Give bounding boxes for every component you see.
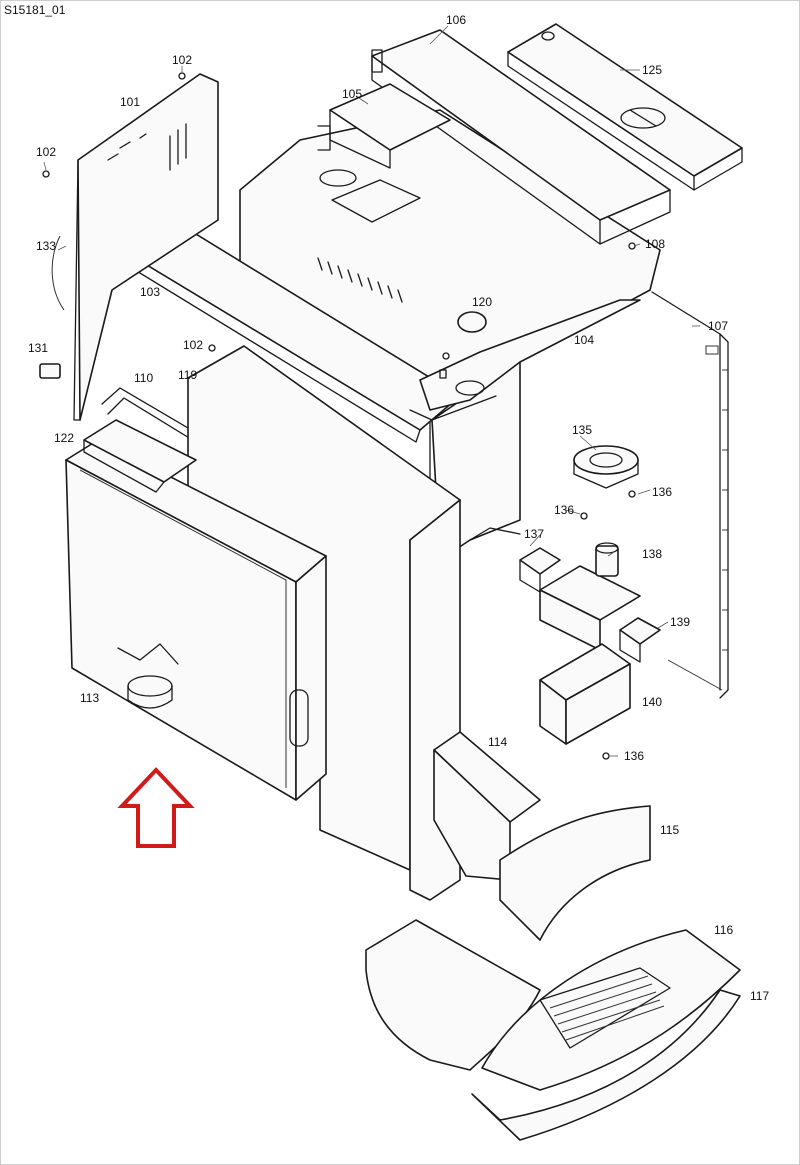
part-116-grill-plate bbox=[481, 929, 741, 1091]
label-103: 103 bbox=[140, 285, 160, 299]
label-119: 119 bbox=[178, 368, 197, 382]
part-106-top-lid bbox=[371, 29, 671, 245]
label-102-top: 102 bbox=[172, 53, 192, 67]
part-122-tank-lid bbox=[83, 419, 197, 493]
label-108: 108 bbox=[645, 237, 665, 251]
label-107: 107 bbox=[708, 319, 728, 333]
part-115-curved-plate bbox=[499, 805, 651, 941]
part-104-top-front bbox=[419, 299, 641, 411]
label-120: 120 bbox=[472, 295, 492, 309]
label-122: 122 bbox=[54, 431, 74, 445]
part-113-water-tank bbox=[65, 439, 327, 801]
label-110: 110 bbox=[134, 371, 153, 385]
label-102-mid: 102 bbox=[183, 338, 203, 352]
label-114: 114 bbox=[488, 735, 507, 749]
part-137-switch bbox=[519, 547, 561, 593]
label-116: 116 bbox=[714, 923, 733, 937]
label-117: 117 bbox=[750, 989, 769, 1003]
label-135: 135 bbox=[572, 423, 592, 437]
label-140: 140 bbox=[642, 695, 662, 709]
label-136-bottom: 136 bbox=[624, 749, 644, 763]
label-139: 139 bbox=[670, 615, 690, 629]
label-131: 131 bbox=[28, 341, 48, 355]
part-114-box bbox=[433, 731, 541, 881]
label-125: 125 bbox=[642, 63, 662, 77]
label-115: 115 bbox=[660, 823, 679, 837]
insert-direction-arrow bbox=[117, 767, 195, 848]
part-139-switch bbox=[619, 617, 661, 663]
part-105-panel bbox=[317, 83, 451, 169]
label-137: 137 bbox=[524, 527, 544, 541]
part-125-cover bbox=[507, 23, 743, 191]
drawing-code: S15181_01 bbox=[4, 3, 66, 17]
label-136-left: 136 bbox=[554, 503, 574, 517]
part-labels: 101 102 102 102 103 104 105 106 107 108 … bbox=[28, 13, 769, 1003]
label-102-left: 102 bbox=[36, 145, 56, 159]
label-113: 113 bbox=[80, 691, 99, 705]
part-107-side-panel bbox=[651, 291, 729, 699]
label-136-right: 136 bbox=[652, 485, 672, 499]
label-101: 101 bbox=[120, 95, 140, 109]
label-133: 133 bbox=[36, 239, 56, 253]
label-104: 104 bbox=[574, 333, 594, 347]
up-arrow-icon bbox=[117, 767, 195, 848]
leader-lines bbox=[43, 25, 700, 757]
label-106: 106 bbox=[446, 13, 466, 27]
part-135-fitting bbox=[573, 445, 639, 489]
label-138: 138 bbox=[642, 547, 662, 561]
label-105: 105 bbox=[342, 87, 362, 101]
part-138-valve bbox=[539, 542, 641, 651]
screws bbox=[39, 72, 636, 760]
part-101-back-panel bbox=[51, 73, 219, 421]
part-117-bottom-plate bbox=[471, 989, 741, 1141]
part-140-housing bbox=[539, 643, 631, 745]
